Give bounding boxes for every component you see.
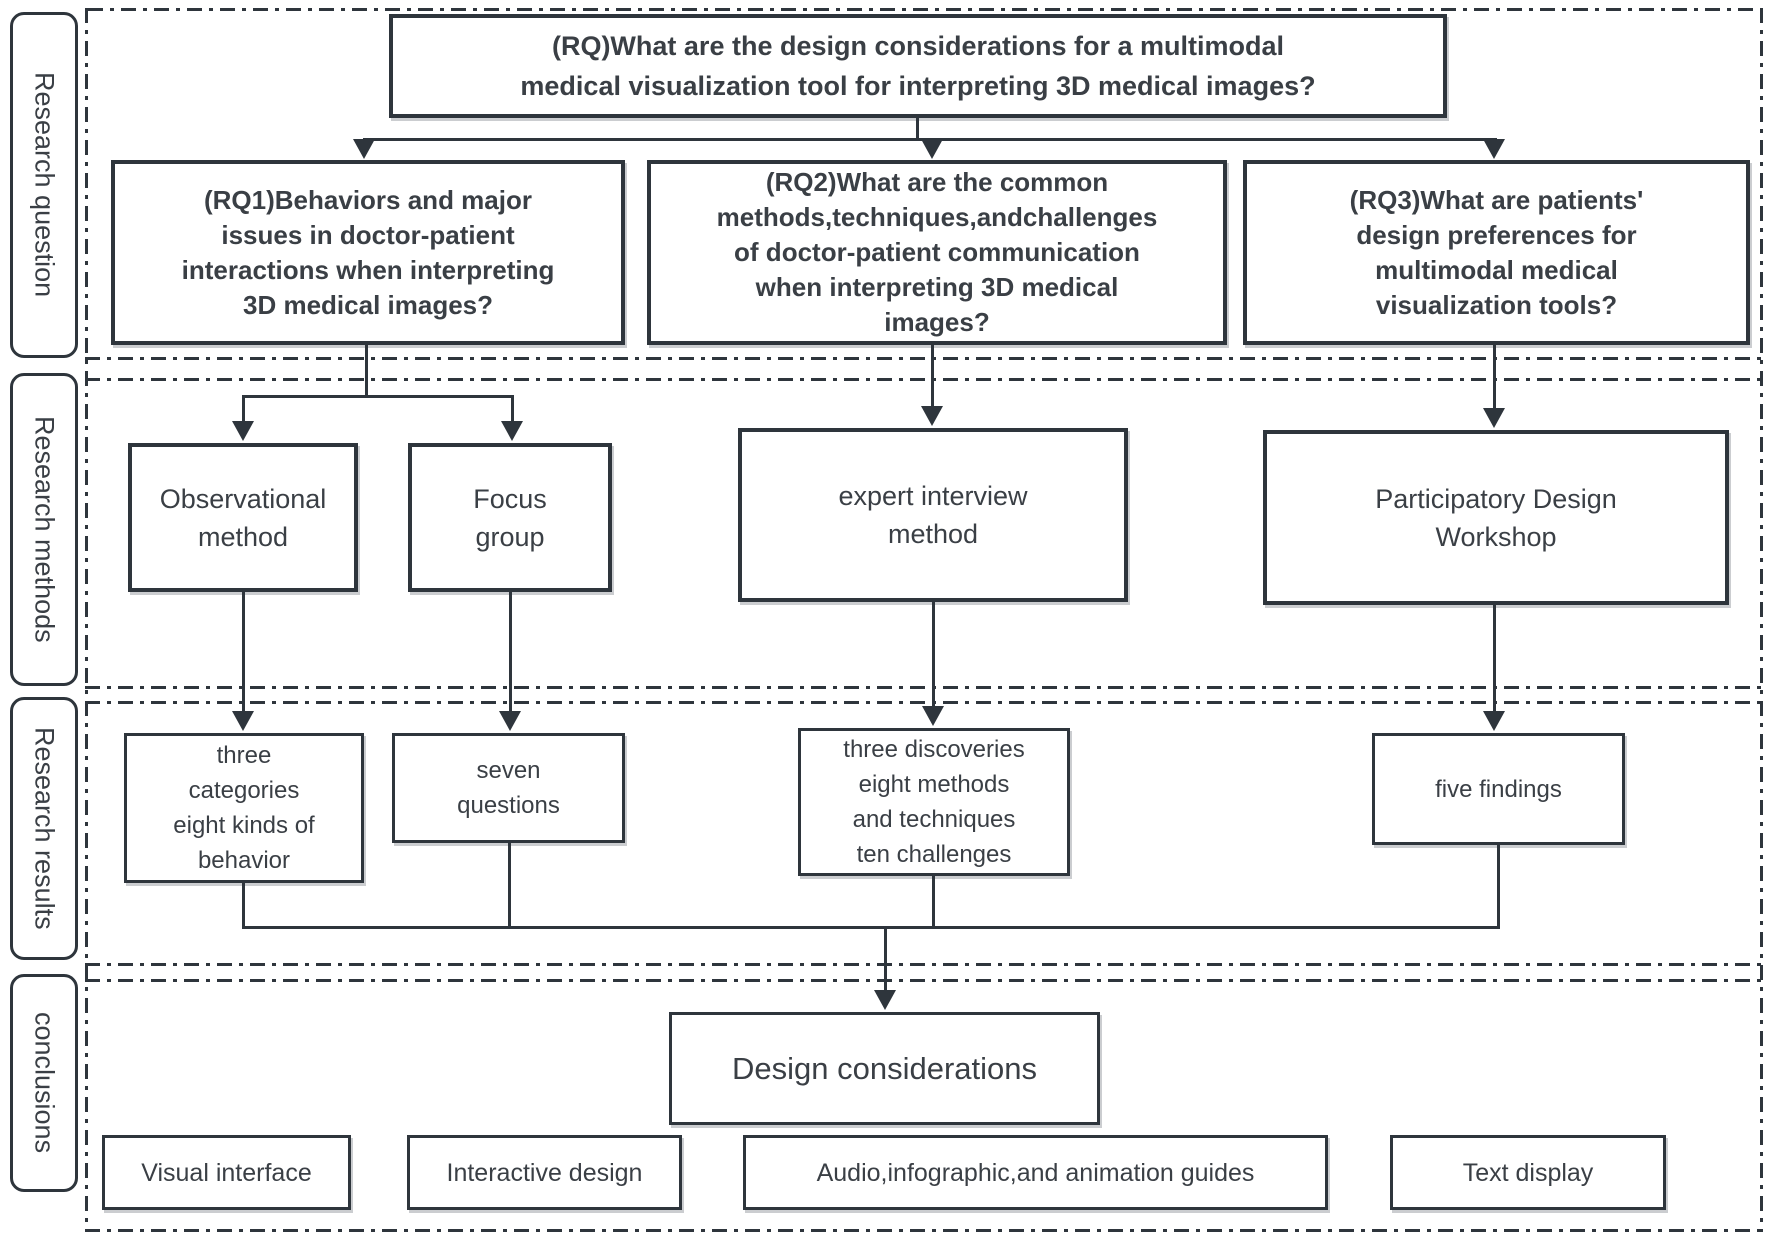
rq2-text: (RQ2)What are the common methods,techniq… (716, 167, 1158, 337)
connector-line (511, 395, 514, 423)
frame-right-border (1760, 8, 1763, 1232)
observational-method-text: Observational method (159, 483, 327, 552)
section-label-text: Research results (29, 727, 60, 930)
section-label-conclusions: conclusions (10, 974, 78, 1192)
separator-results-conclusions (85, 963, 1763, 966)
frame-top-border (88, 8, 1763, 11)
focus-group-result-text: seven questions (457, 757, 560, 819)
connector-line (916, 117, 919, 140)
interactive-design-box: Interactive design (407, 1135, 682, 1210)
connector-line (932, 602, 935, 707)
focus-group-result-box: seven questions (392, 733, 625, 843)
connector-line (242, 592, 245, 712)
interactive-design-text: Interactive design (446, 1158, 643, 1187)
workshop-result-text: five findings (1435, 775, 1562, 803)
section-label-research-results: Research results (10, 697, 78, 960)
separator-methods-results (85, 686, 1763, 689)
participatory-workshop-box: Participatory Design Workshop (1263, 430, 1729, 605)
connector-line (931, 344, 934, 408)
connector-line (1493, 344, 1496, 410)
design-considerations-box: Design considerations (669, 1012, 1100, 1125)
connector-line (1497, 845, 1500, 929)
connector-line (242, 883, 245, 929)
rq3-text: (RQ3)What are patients' design preferenc… (1349, 184, 1644, 320)
connector-line (242, 395, 514, 398)
frame-left-border (85, 8, 88, 1232)
participatory-workshop-text: Participatory Design Workshop (1375, 483, 1617, 552)
separator-question-methods (85, 357, 1763, 360)
observation-result-box: three categories eight kinds of behavior (124, 733, 364, 883)
arrow-down-icon (232, 421, 254, 441)
text-display-box: Text display (1390, 1135, 1666, 1210)
connector-line (1493, 605, 1496, 712)
expert-interview-box: expert interview method (738, 428, 1128, 602)
section-label-text: conclusions (29, 1012, 60, 1154)
interview-result-box: three discoveries eight methods and tech… (798, 728, 1070, 876)
interview-result-text: three discoveries eight methods and tech… (843, 736, 1025, 868)
audio-guides-box: Audio,infographic,and animation guides (743, 1135, 1328, 1210)
audio-guides-text: Audio,infographic,and animation guides (816, 1158, 1255, 1187)
frame-bottom-border (85, 1229, 1763, 1232)
rq2-box: (RQ2)What are the common methods,techniq… (647, 160, 1227, 345)
main-research-question-box: (RQ)What are the design considerations f… (389, 14, 1447, 118)
connector-line (509, 592, 512, 712)
visual-interface-box: Visual interface (102, 1135, 351, 1210)
visual-interface-text: Visual interface (141, 1158, 312, 1187)
connector-line (365, 344, 368, 397)
arrow-down-icon (874, 990, 896, 1010)
arrow-down-icon (232, 711, 254, 731)
workshop-result-box: five findings (1372, 733, 1625, 845)
expert-interview-text: expert interview method (838, 481, 1028, 549)
design-considerations-text: Design considerations (731, 1050, 1037, 1086)
connector-line (508, 843, 511, 929)
rq1-text: (RQ1)Behaviors and major issues in docto… (181, 184, 555, 320)
arrow-down-icon (501, 421, 523, 441)
arrow-down-icon (499, 711, 521, 731)
arrow-down-icon (1483, 711, 1505, 731)
arrow-down-icon (922, 706, 944, 726)
rq1-box: (RQ1)Behaviors and major issues in docto… (111, 160, 625, 345)
section-label-research-methods: Research methods (10, 373, 78, 686)
text-display-text: Text display (1462, 1158, 1594, 1187)
separator-methods-results (85, 701, 1763, 704)
arrow-down-icon (921, 139, 943, 159)
section-label-text: Research methods (29, 416, 60, 643)
arrow-down-icon (1483, 408, 1505, 428)
rq3-box: (RQ3)What are patients' design preferenc… (1243, 160, 1750, 345)
separator-question-methods (85, 378, 1763, 381)
arrow-down-icon (353, 139, 375, 159)
connector-line (242, 926, 1500, 929)
focus-group-box: Focus group (408, 443, 612, 592)
connector-line (884, 926, 887, 992)
focus-group-text: Focus group (473, 483, 547, 552)
separator-results-conclusions (85, 979, 1763, 982)
connector-line (932, 876, 935, 929)
main-research-question-text: (RQ)What are the design considerations f… (520, 31, 1316, 101)
connector-line (242, 395, 245, 423)
observation-result-text: three categories eight kinds of behavior (173, 742, 315, 874)
section-label-research-question: Research question (10, 12, 78, 358)
arrow-down-icon (1483, 139, 1505, 159)
section-label-text: Research question (29, 72, 60, 298)
observational-method-box: Observational method (128, 443, 358, 592)
arrow-down-icon (921, 406, 943, 426)
